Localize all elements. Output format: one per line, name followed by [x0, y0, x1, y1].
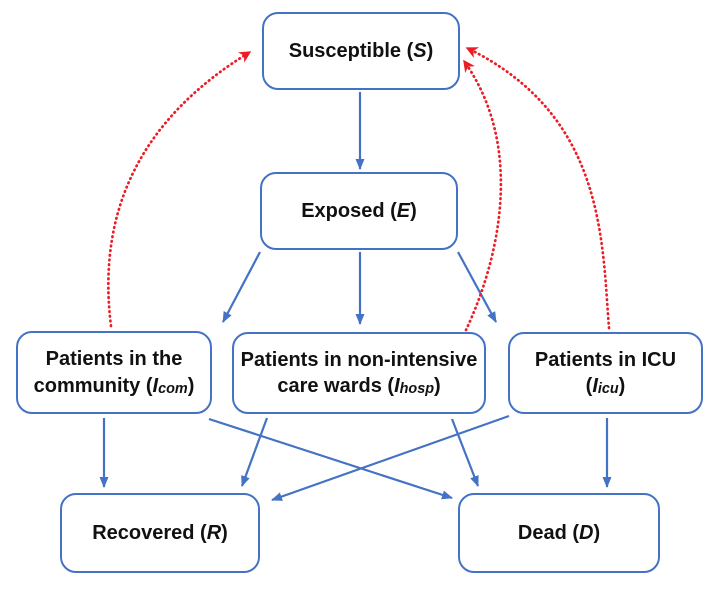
- node-patients-icu-line1: Patients in ICU: [534, 348, 677, 371]
- node-susceptible-label: Susceptible (S): [288, 39, 434, 62]
- node-patients-community-line1: Patients in the: [45, 348, 183, 371]
- node-patients-community-line2: community (Icom): [33, 374, 195, 397]
- arrow-exposed-to-community-icon: [222, 251, 261, 323]
- arrow-hosp-to-dead-icon: [450, 418, 480, 487]
- node-patients-icu: Patients in ICU (Iicu): [508, 332, 703, 414]
- node-susceptible: Susceptible (S): [262, 12, 460, 90]
- node-patients-hosp-line1: Patients in non-intensive: [240, 348, 478, 371]
- arrow-exposed-to-icu-icon: [457, 251, 497, 323]
- node-dead: Dead (D): [458, 493, 660, 573]
- arrow-hosp-to-recovered-icon: [240, 417, 269, 487]
- arrow-community-to-susceptible-dotted-icon: [107, 50, 252, 328]
- node-exposed: Exposed (E): [260, 172, 458, 250]
- node-recovered: Recovered (R): [60, 493, 260, 573]
- arrow-icu-to-susceptible-dotted-icon: [465, 46, 611, 330]
- node-patients-community: Patients in the community (Icom): [16, 331, 212, 414]
- node-dead-label: Dead (D): [517, 521, 601, 544]
- node-patients-icu-line2: (Iicu): [585, 375, 626, 398]
- node-patients-hosp-line2: care wards (Ihosp): [277, 375, 441, 398]
- node-patients-hosp: Patients in non-intensive care wards (Ih…: [232, 332, 486, 414]
- node-recovered-label: Recovered (R): [92, 521, 228, 544]
- arrow-icu-to-recovered-icon: [271, 414, 510, 502]
- arrow-hosp-to-susceptible-dotted-icon: [462, 59, 503, 332]
- arrow-community-to-dead-icon: [208, 417, 453, 500]
- node-exposed-label: Exposed (E): [301, 199, 417, 222]
